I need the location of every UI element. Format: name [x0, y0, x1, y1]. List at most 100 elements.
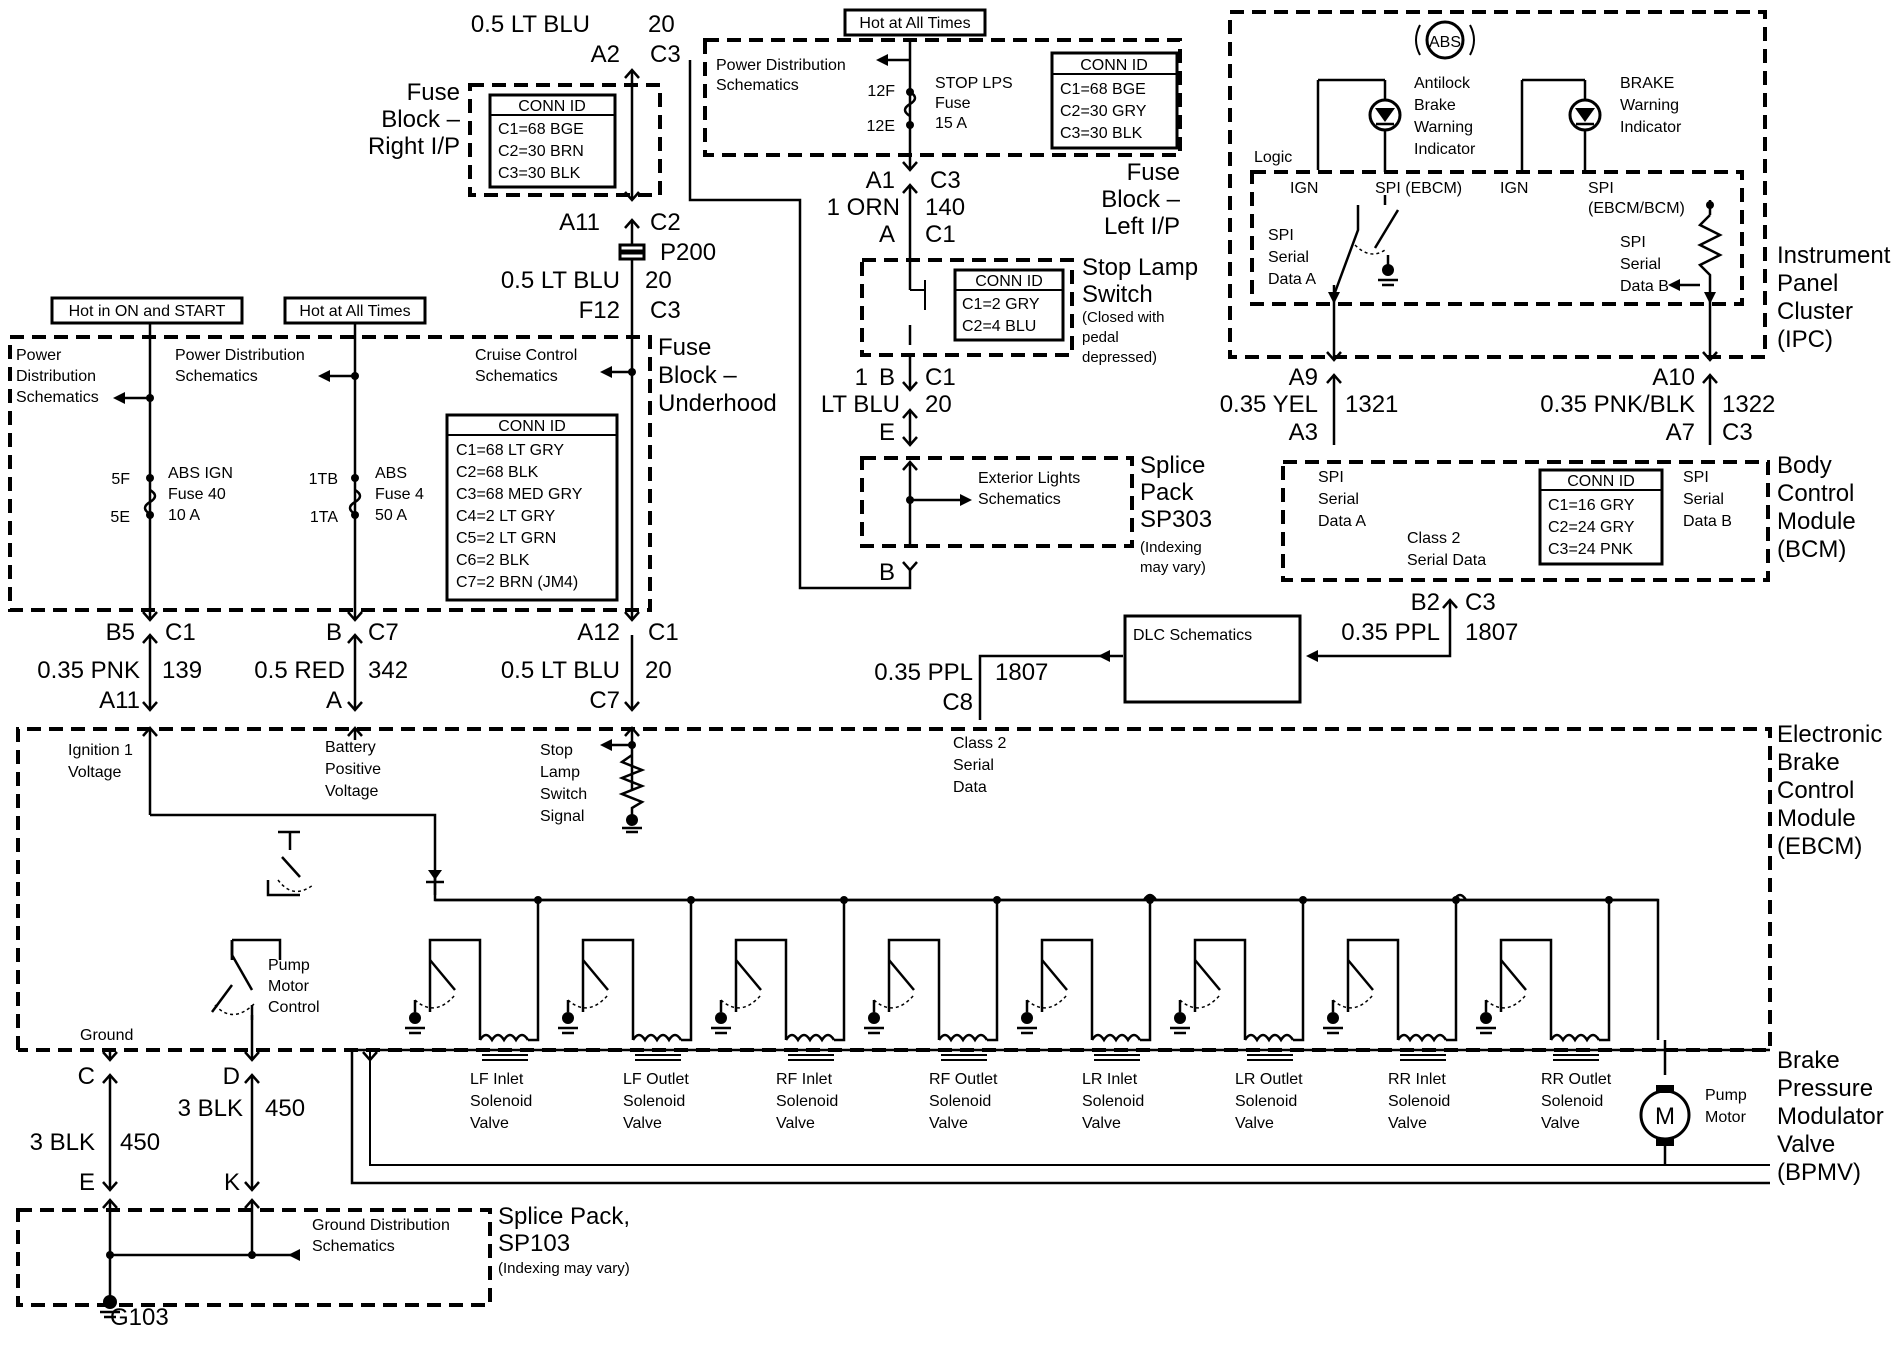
svg-text:C5=2 LT GRN: C5=2 LT GRN	[456, 530, 556, 547]
wire-top-blu: 0.5 LT BLU	[471, 11, 590, 38]
ppl-bcm-conn: C3	[1465, 589, 1496, 616]
svg-text:C7=2 BRN (JM4): C7=2 BRN (JM4)	[456, 574, 578, 591]
a11-conn: C2	[650, 209, 681, 236]
fuse-block-underhood-box	[8, 335, 652, 612]
pnk-conn: C1	[165, 619, 196, 646]
wire-top-pin: A2	[591, 41, 620, 68]
svg-text:CONN ID: CONN ID	[498, 418, 566, 435]
a11-pin: A11	[559, 209, 600, 236]
connector-cavity	[624, 191, 640, 202]
gnd2-wire: 3 BLK	[178, 1095, 243, 1122]
ebcm-valve-drivers	[435, 893, 1658, 902]
pin-5e: 5E	[110, 509, 130, 526]
connector-cavity	[1702, 351, 1718, 362]
bpmv-inner-box	[369, 1050, 1770, 1166]
blu-low-conn: C1	[648, 619, 679, 646]
connector-cavity	[902, 561, 918, 572]
wire-top-conn: C3	[650, 41, 681, 68]
pump-motor-m: M	[1655, 1103, 1675, 1130]
ltblu1-conn: C1	[925, 364, 956, 391]
connector-cavity	[347, 726, 363, 737]
pin-12e: 12E	[867, 118, 895, 135]
svg-text:C1=16 GRY: C1=16 GRY	[1548, 497, 1635, 514]
gnd1-pin: C	[78, 1063, 95, 1090]
gnd2-pin: D	[223, 1063, 240, 1090]
yel-num: 1321	[1345, 391, 1398, 418]
svg-text:CONN ID: CONN ID	[518, 98, 586, 115]
red-pin: B	[326, 619, 342, 646]
connector-cavity	[244, 1073, 260, 1084]
svg-text:C1=2 GRY: C1=2 GRY	[962, 296, 1040, 313]
ltblu1-pin2: E	[879, 419, 895, 446]
connector-cavity	[244, 1051, 260, 1062]
stop-lamp-switch-conn-id: CONN ID C1=2 GRY C2=4 BLU	[953, 268, 1065, 342]
connector-cavity	[1442, 598, 1458, 609]
splice-sp303-box	[860, 456, 1134, 548]
svg-text:C2=4 BLU: C2=4 BLU	[962, 318, 1036, 335]
connector-cavity	[1326, 373, 1342, 384]
pin-5f: 5F	[111, 471, 130, 488]
wire-top-blu-num: 20	[648, 11, 675, 38]
ppl-bcm-wire: 0.35 PPL	[1341, 619, 1440, 646]
gnd1-num: 450	[120, 1129, 160, 1156]
pnkblk-pin2: A7	[1666, 419, 1695, 446]
hot-at-all-times: Hot at All Times	[283, 296, 427, 325]
connector-cavity	[142, 611, 158, 622]
red-wire: 0.5 RED	[254, 657, 345, 684]
connector-cavity	[1702, 373, 1718, 384]
blu-low-num: 20	[645, 657, 672, 684]
connector-cavity	[902, 183, 918, 194]
ipc-box	[1228, 10, 1767, 359]
connector-cavity	[142, 701, 158, 712]
pnk-wire: 0.35 PNK	[37, 657, 140, 684]
blu-low-wire: 0.5 LT BLU	[501, 657, 620, 684]
svg-text:Hot at All Times: Hot at All Times	[299, 303, 410, 320]
svg-text:C2=24 GRY: C2=24 GRY	[1548, 519, 1635, 536]
hot-at-all-times-top: Hot at All Times	[843, 8, 987, 37]
abs-symbol-text: ABS	[1429, 34, 1461, 51]
orn-pin2: A	[879, 221, 895, 248]
connector-cavity	[902, 436, 918, 447]
pin-1tb: 1TB	[309, 471, 338, 488]
svg-text:C1=68 LT GRY: C1=68 LT GRY	[456, 442, 564, 459]
ppl-bcm-pin: B2	[1411, 589, 1440, 616]
orn-pin: A1	[866, 167, 895, 194]
red-conn: C7	[368, 619, 399, 646]
gnd1-pin2: E	[79, 1169, 95, 1196]
ltblu1-pin: B	[879, 364, 895, 391]
fuse-block-underhood-conn-id: CONN ID C1=68 LT GRY C2=68 BLK C3=68 MED…	[445, 413, 619, 602]
pnkblk-pin: A10	[1652, 364, 1695, 391]
pnkblk-num: 1322	[1722, 391, 1775, 418]
blu-low-pin: A12	[577, 619, 620, 646]
connector-cavity	[244, 1198, 260, 1209]
svg-text:C1=68 BGE: C1=68 BGE	[498, 121, 584, 138]
red-pin2: A	[326, 687, 342, 714]
svg-text:Hot in ON and START: Hot in ON and START	[69, 303, 226, 320]
